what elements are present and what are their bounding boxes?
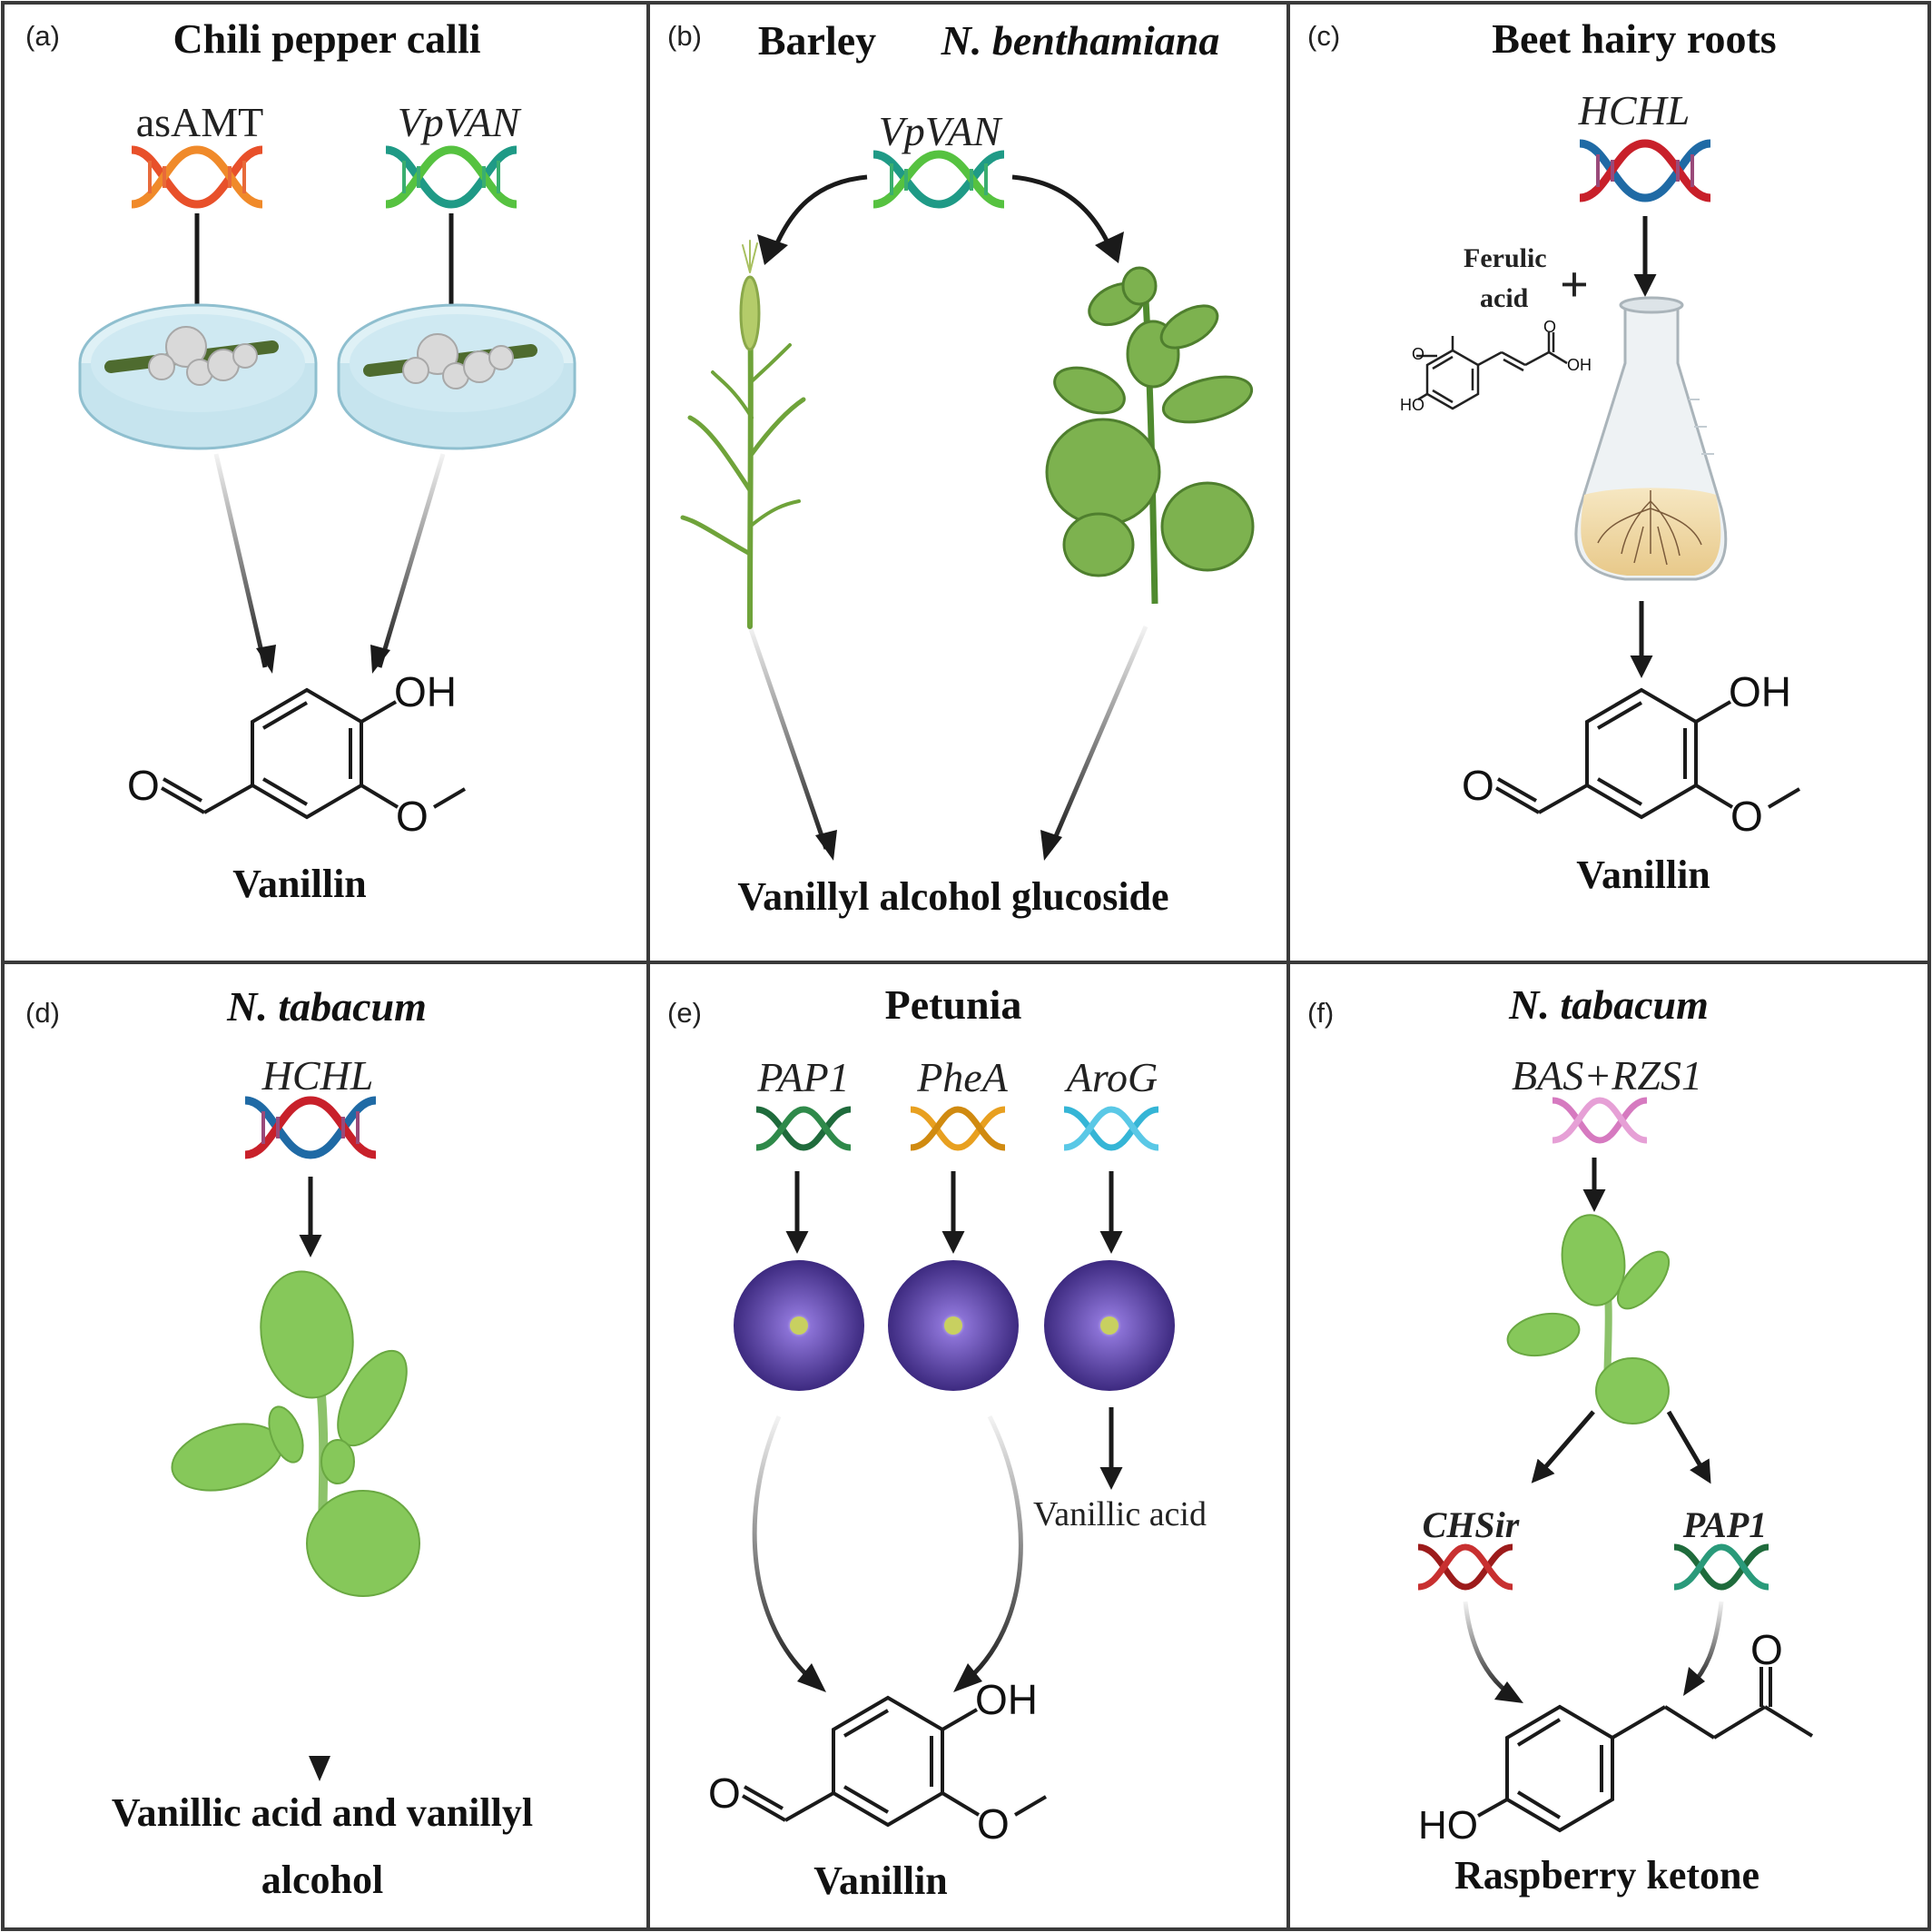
dna-icon (755, 1106, 852, 1151)
panel-title: N. tabacum (227, 983, 427, 1030)
substrate-label-line2: acid (1480, 283, 1529, 313)
ferulic-acid-structure (1416, 332, 1568, 410)
product-label: Vanillic acid and vanillyl alcohol (111, 1790, 534, 1902)
dna-icon (1673, 1543, 1769, 1591)
panel-title-barley: Barley (757, 17, 877, 64)
panel-b-art (680, 150, 1255, 861)
chem-label-oh: OH (1567, 356, 1592, 374)
petunia-flower-icon (734, 1260, 864, 1391)
panel-title: N. tabacum (1509, 981, 1709, 1028)
benthamiana-plant-icon (1045, 266, 1255, 605)
chem-label-ho: HO (1418, 1803, 1478, 1848)
dna-icon (1552, 1097, 1648, 1144)
chem-label-o: O (1543, 318, 1557, 336)
product-label: Vanillin (1576, 853, 1710, 897)
panel-d-art (171, 1096, 420, 1781)
vanillin-structure (1495, 687, 1801, 820)
panel-a-art (78, 145, 577, 820)
chem-label-o: O (127, 762, 160, 809)
dna-icon (244, 1096, 377, 1159)
petunia-flower-icon (1044, 1260, 1175, 1391)
product-label: Vanillin (813, 1858, 948, 1903)
gene-label-vpvan: VpVAN (878, 108, 1001, 154)
plus-sign: + (1560, 257, 1589, 313)
flask-icon (1574, 296, 1728, 581)
tobacco-plant-icon (171, 1270, 420, 1597)
gene-label-chsir: CHSir (1422, 1504, 1520, 1545)
panel-label: (e) (667, 997, 702, 1029)
chem-label-o: O (396, 793, 429, 840)
petri-dish-icon (337, 303, 577, 450)
chem-label-o: O (708, 1769, 741, 1817)
gene-label-arog: AroG (1066, 1054, 1158, 1100)
dna-icon (131, 145, 263, 209)
chem-label-oh: OH (975, 1676, 1038, 1723)
gene-label-hchl: HCHL (1578, 87, 1690, 133)
gene-label-vpvan: VpVAN (397, 99, 520, 145)
chem-label-o: O (1462, 762, 1494, 809)
dna-icon (1063, 1106, 1159, 1151)
petri-dish-icon (78, 303, 318, 450)
dna-icon (910, 1106, 1006, 1151)
barley-plant-icon (680, 240, 806, 629)
chem-label-o: O (977, 1800, 1010, 1848)
gene-label-phea: PheA (917, 1054, 1008, 1100)
side-product-label: Vanillic acid (1033, 1495, 1207, 1533)
panel-label: (a) (25, 20, 60, 52)
vanillin-structure (742, 1695, 1048, 1828)
gene-label-bas-rzs1: BAS+RZS1 (1512, 1052, 1702, 1099)
panel-title: Chili pepper calli (172, 15, 481, 62)
gene-label-hchl: HCHL (261, 1052, 374, 1099)
panel-label: (d) (25, 997, 60, 1029)
panel-title: Petunia (884, 981, 1022, 1028)
dna-icon (385, 145, 518, 209)
gene-label-pap1: PAP1 (757, 1054, 850, 1100)
raspberry-ketone-structure (1477, 1667, 1814, 1833)
chem-label-o: O (1412, 345, 1425, 363)
product-label: Vanillin (232, 862, 367, 906)
chem-label-ho: HO (1400, 396, 1424, 414)
gene-label-pap1: PAP1 (1682, 1504, 1768, 1545)
substrate-label-line1: Ferulic (1464, 243, 1547, 273)
panel-label: (b) (667, 20, 702, 52)
panel-title-benthamiana: N. benthamiana (941, 17, 1220, 64)
chem-label-oh: OH (394, 668, 457, 715)
panel-title: Beet hairy roots (1492, 15, 1777, 62)
tobacco-plant-icon (1506, 1214, 1671, 1424)
dna-icon (1417, 1543, 1513, 1591)
dna-icon (1579, 139, 1711, 202)
panel-label: (c) (1307, 20, 1341, 52)
panel-label: (f) (1307, 997, 1335, 1029)
product-label: Vanillyl alcohol glucoside (737, 874, 1169, 919)
dna-icon (872, 150, 1005, 209)
panel-c-art (1416, 139, 1801, 820)
product-label: Raspberry ketone (1454, 1853, 1760, 1898)
gene-label-asamt: asAMT (135, 99, 264, 145)
chem-label-o: O (1730, 793, 1763, 840)
petunia-flower-icon (888, 1260, 1019, 1391)
chem-label-oh: OH (1729, 668, 1791, 715)
vanillin-structure (161, 687, 467, 820)
chem-label-o: O (1750, 1626, 1783, 1673)
